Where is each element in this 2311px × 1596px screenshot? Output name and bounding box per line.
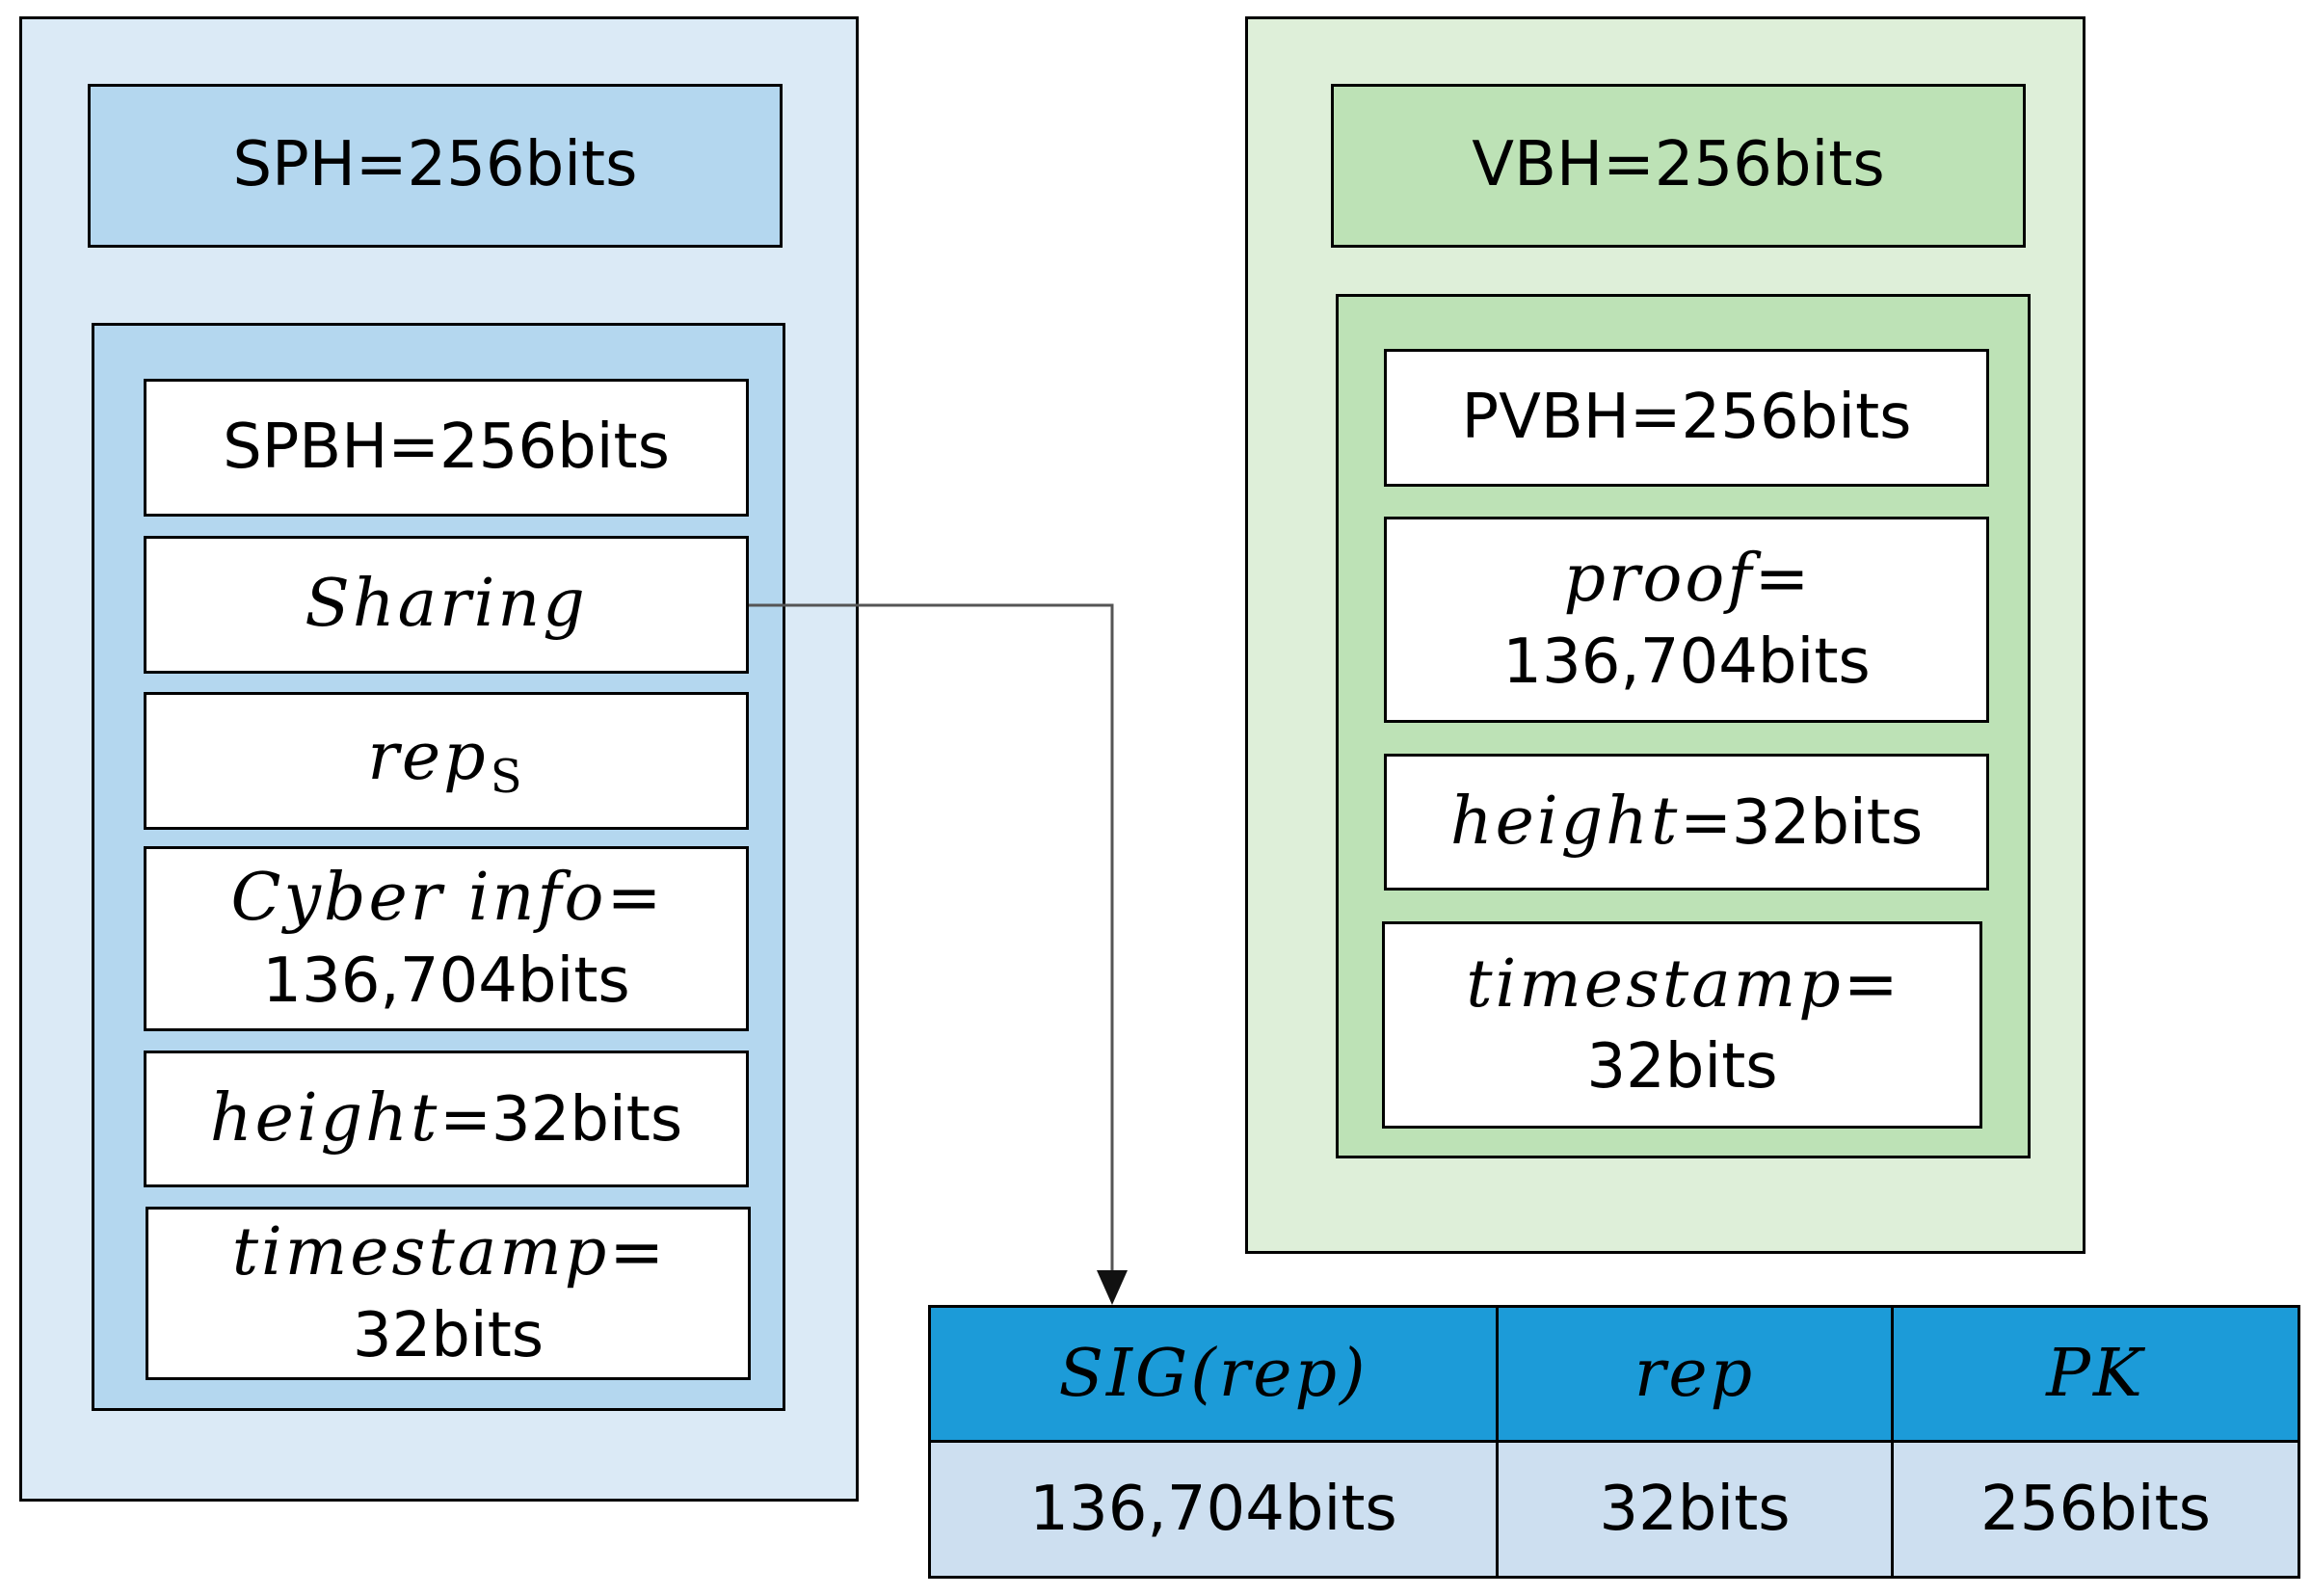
height-left-label: height [209, 1079, 440, 1157]
table-value-sig-label: 136,704bits [1029, 1474, 1397, 1545]
proof-value: 136,704bits [1502, 625, 1871, 698]
proof-label: proof [1563, 541, 1755, 618]
table-value-rep: 32bits [1496, 1440, 1894, 1579]
timestamp-left-value: 32bits [352, 1299, 545, 1371]
height-field-right: height=32bits [1384, 754, 1989, 891]
sph-header-label: SPH=256bits [232, 129, 638, 201]
sharing-connector-line [749, 603, 1114, 1270]
table-header-sig-label: SIG(rep) [1058, 1336, 1368, 1412]
timestamp-left-label: timestamp [231, 1214, 610, 1291]
cyber-info-label: Cyber info [230, 860, 607, 937]
spbh-field: SPBH=256bits [144, 379, 749, 517]
rep-s-subscript: S [490, 749, 525, 804]
height-right-line: height=32bits [1450, 780, 1923, 864]
height-field-left: height=32bits [144, 1051, 749, 1187]
pvbh-field: PVBH=256bits [1384, 349, 1989, 487]
timestamp-field-right: timestamp= 32bits [1382, 921, 1982, 1129]
table-value-sig: 136,704bits [928, 1440, 1499, 1579]
cyber-info-field: Cyber info= 136,704bits [144, 846, 749, 1031]
height-left-line: height=32bits [210, 1077, 682, 1161]
timestamp-right-value: 32bits [1586, 1031, 1778, 1104]
arrowhead-icon [1097, 1270, 1128, 1305]
rep-s-label: repS [367, 715, 524, 807]
sph-header: SPH=256bits [88, 84, 783, 248]
timestamp-field-left: timestamp= 32bits [146, 1207, 751, 1380]
sharing-table: SIG(rep) rep PK 136,704bits 32bits 256bi… [928, 1305, 2300, 1579]
height-right-label: height [1449, 783, 1681, 860]
timestamp-right-line1: timestamp= [1466, 943, 1899, 1027]
rep-s-field: repS [144, 692, 749, 830]
sharing-field: Sharing [144, 536, 749, 674]
timestamp-right-label: timestamp [1466, 945, 1844, 1023]
pvbh-label: PVBH=256bits [1461, 381, 1912, 453]
table-value-pk: 256bits [1891, 1440, 2300, 1579]
cyber-info-value: 136,704bits [262, 944, 630, 1017]
height-right-value: =32bits [1680, 786, 1924, 859]
vbh-header-label: VBH=256bits [1472, 129, 1885, 201]
cyber-info-eq: = [606, 860, 662, 937]
table-header-pk: PK [1891, 1305, 2300, 1443]
rep-s-main: rep [367, 718, 489, 795]
timestamp-right-eq: = [1843, 945, 1899, 1023]
sharing-label: Sharing [305, 566, 588, 643]
table-header-rep-label: rep [1634, 1336, 1756, 1412]
table-value-pk-label: 256bits [1980, 1474, 2211, 1545]
cyber-info-line1: Cyber info= [231, 856, 662, 941]
proof-line1: proof= [1563, 537, 1809, 622]
proof-field: proof= 136,704bits [1384, 517, 1989, 723]
timestamp-left-eq: = [609, 1214, 665, 1291]
spbh-label: SPBH=256bits [223, 411, 670, 483]
vbh-header: VBH=256bits [1331, 84, 2026, 248]
table-value-rep-label: 32bits [1599, 1474, 1791, 1545]
proof-eq: = [1754, 541, 1810, 618]
height-left-value: =32bits [439, 1083, 683, 1156]
timestamp-left-line1: timestamp= [232, 1210, 665, 1295]
table-header-pk-label: PK [2046, 1336, 2145, 1412]
